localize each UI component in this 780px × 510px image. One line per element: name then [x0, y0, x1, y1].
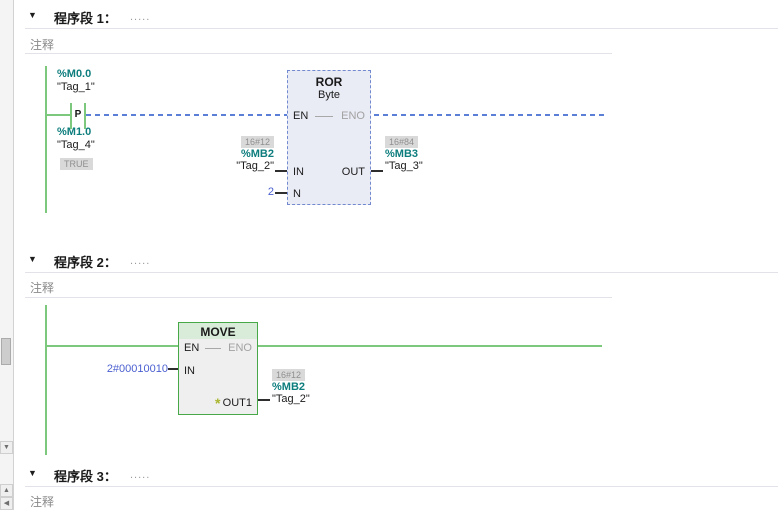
scroll-down-button[interactable]: ▼ — [0, 441, 13, 454]
pin-wire — [168, 368, 178, 370]
operand-address[interactable]: %MB2 — [272, 381, 306, 393]
pin-wire — [275, 192, 287, 194]
monitor-value-badge: 16#84 — [385, 136, 419, 148]
divider — [25, 53, 612, 54]
contact-bar — [70, 103, 72, 129]
network-1-title: 程序段 1： — [54, 11, 117, 26]
edge-bit-address[interactable]: %M1.0 — [57, 126, 92, 138]
power-rail — [45, 66, 47, 213]
pin-n: N — [293, 188, 301, 200]
collapse-icon[interactable]: ▼ — [28, 468, 37, 478]
monitor-value-badge: 16#12 — [240, 136, 274, 148]
pin-en: EN — [184, 342, 200, 354]
pin-wire — [371, 170, 383, 172]
move-block-title: MOVE — [200, 325, 236, 339]
divider — [25, 486, 778, 487]
in-operand[interactable]: 16#12 %MB2 "Tag_2" — [174, 135, 274, 172]
n-constant[interactable]: 2 — [267, 186, 274, 198]
operand-address[interactable]: %MB2 — [240, 148, 274, 160]
monitor-value-badge: 16#12 — [272, 369, 306, 381]
out1-operand[interactable]: 16#12 %MB2 "Tag_2" — [272, 368, 372, 405]
ror-block[interactable]: ROR Byte EN ENO IN N OUT — [287, 70, 371, 205]
operand-address[interactable]: %MB3 — [385, 148, 419, 160]
network-3-header[interactable]: ▼ 程序段 3： ..... — [14, 462, 780, 486]
pin-out: OUT — [341, 166, 365, 178]
power-rail — [45, 305, 47, 455]
network-2-header[interactable]: ▼ 程序段 2： ..... — [14, 248, 780, 272]
pin-wire — [258, 399, 270, 401]
operand-name[interactable]: "Tag_2" — [236, 160, 274, 172]
scrollbar-thumb[interactable] — [1, 338, 11, 365]
en-eno-dash — [205, 348, 221, 349]
scroll-left-button[interactable]: ◀ — [0, 497, 13, 510]
wire — [47, 345, 178, 347]
in-constant[interactable]: 2#00010010 — [106, 363, 168, 375]
scroll-up-button[interactable]: ▲ — [0, 484, 13, 497]
pin-eno: ENO — [228, 342, 252, 354]
scroll-up-icon: ▲ — [3, 487, 10, 494]
collapse-icon[interactable]: ▼ — [28, 10, 37, 20]
ror-block-title: ROR — [315, 75, 343, 89]
pin-in: IN — [184, 365, 195, 377]
contact-operand-address[interactable]: %M0.0 — [57, 68, 92, 80]
pin-out1: OUT1 — [222, 397, 252, 409]
wire — [47, 114, 70, 116]
wire — [258, 345, 602, 347]
move-block[interactable]: MOVE EN ENO IN * OUT1 — [178, 322, 258, 415]
network-1-header[interactable]: ▼ 程序段 1： ..... — [14, 4, 780, 28]
network-3-title: 程序段 3： — [54, 469, 117, 484]
en-eno-dash — [315, 116, 333, 117]
collapse-icon[interactable]: ▼ — [28, 254, 37, 264]
divider — [25, 28, 778, 29]
scroll-left-icon: ◀ — [3, 500, 10, 507]
out-operand[interactable]: 16#84 %MB3 "Tag_3" — [385, 135, 485, 172]
monitor-value-badge: TRUE — [60, 158, 93, 170]
pin-in: IN — [293, 166, 304, 178]
operand-name[interactable]: "Tag_2" — [272, 393, 310, 405]
pin-wire — [275, 170, 287, 172]
pin-en: EN — [293, 110, 309, 122]
network-1-dots: ..... — [130, 11, 151, 23]
operand-name[interactable]: "Tag_3" — [385, 160, 423, 172]
pin-eno: ENO — [341, 110, 365, 122]
network-3-dots: ..... — [130, 469, 151, 481]
p-contact[interactable]: P — [74, 109, 82, 120]
network-3-comment[interactable]: 注释 — [30, 495, 55, 509]
divider — [25, 297, 612, 298]
network-2-comment[interactable]: 注释 — [30, 281, 55, 295]
contact-operand-name[interactable]: "Tag_1" — [57, 81, 95, 93]
divider — [25, 272, 778, 273]
vertical-scrollbar[interactable]: ▼ ▲ ◀ — [0, 0, 14, 510]
ror-block-subtitle: Byte — [317, 89, 340, 101]
network-2-title: 程序段 2： — [54, 255, 117, 270]
network-1-comment[interactable]: 注释 — [30, 38, 55, 52]
network-2-dots: ..... — [130, 255, 151, 267]
scroll-down-icon: ▼ — [3, 444, 10, 451]
move-block-header — [179, 323, 257, 339]
edge-bit-name[interactable]: "Tag_4" — [57, 139, 95, 151]
contact-bar — [84, 103, 86, 129]
insert-output-star-icon[interactable]: * — [215, 395, 221, 411]
